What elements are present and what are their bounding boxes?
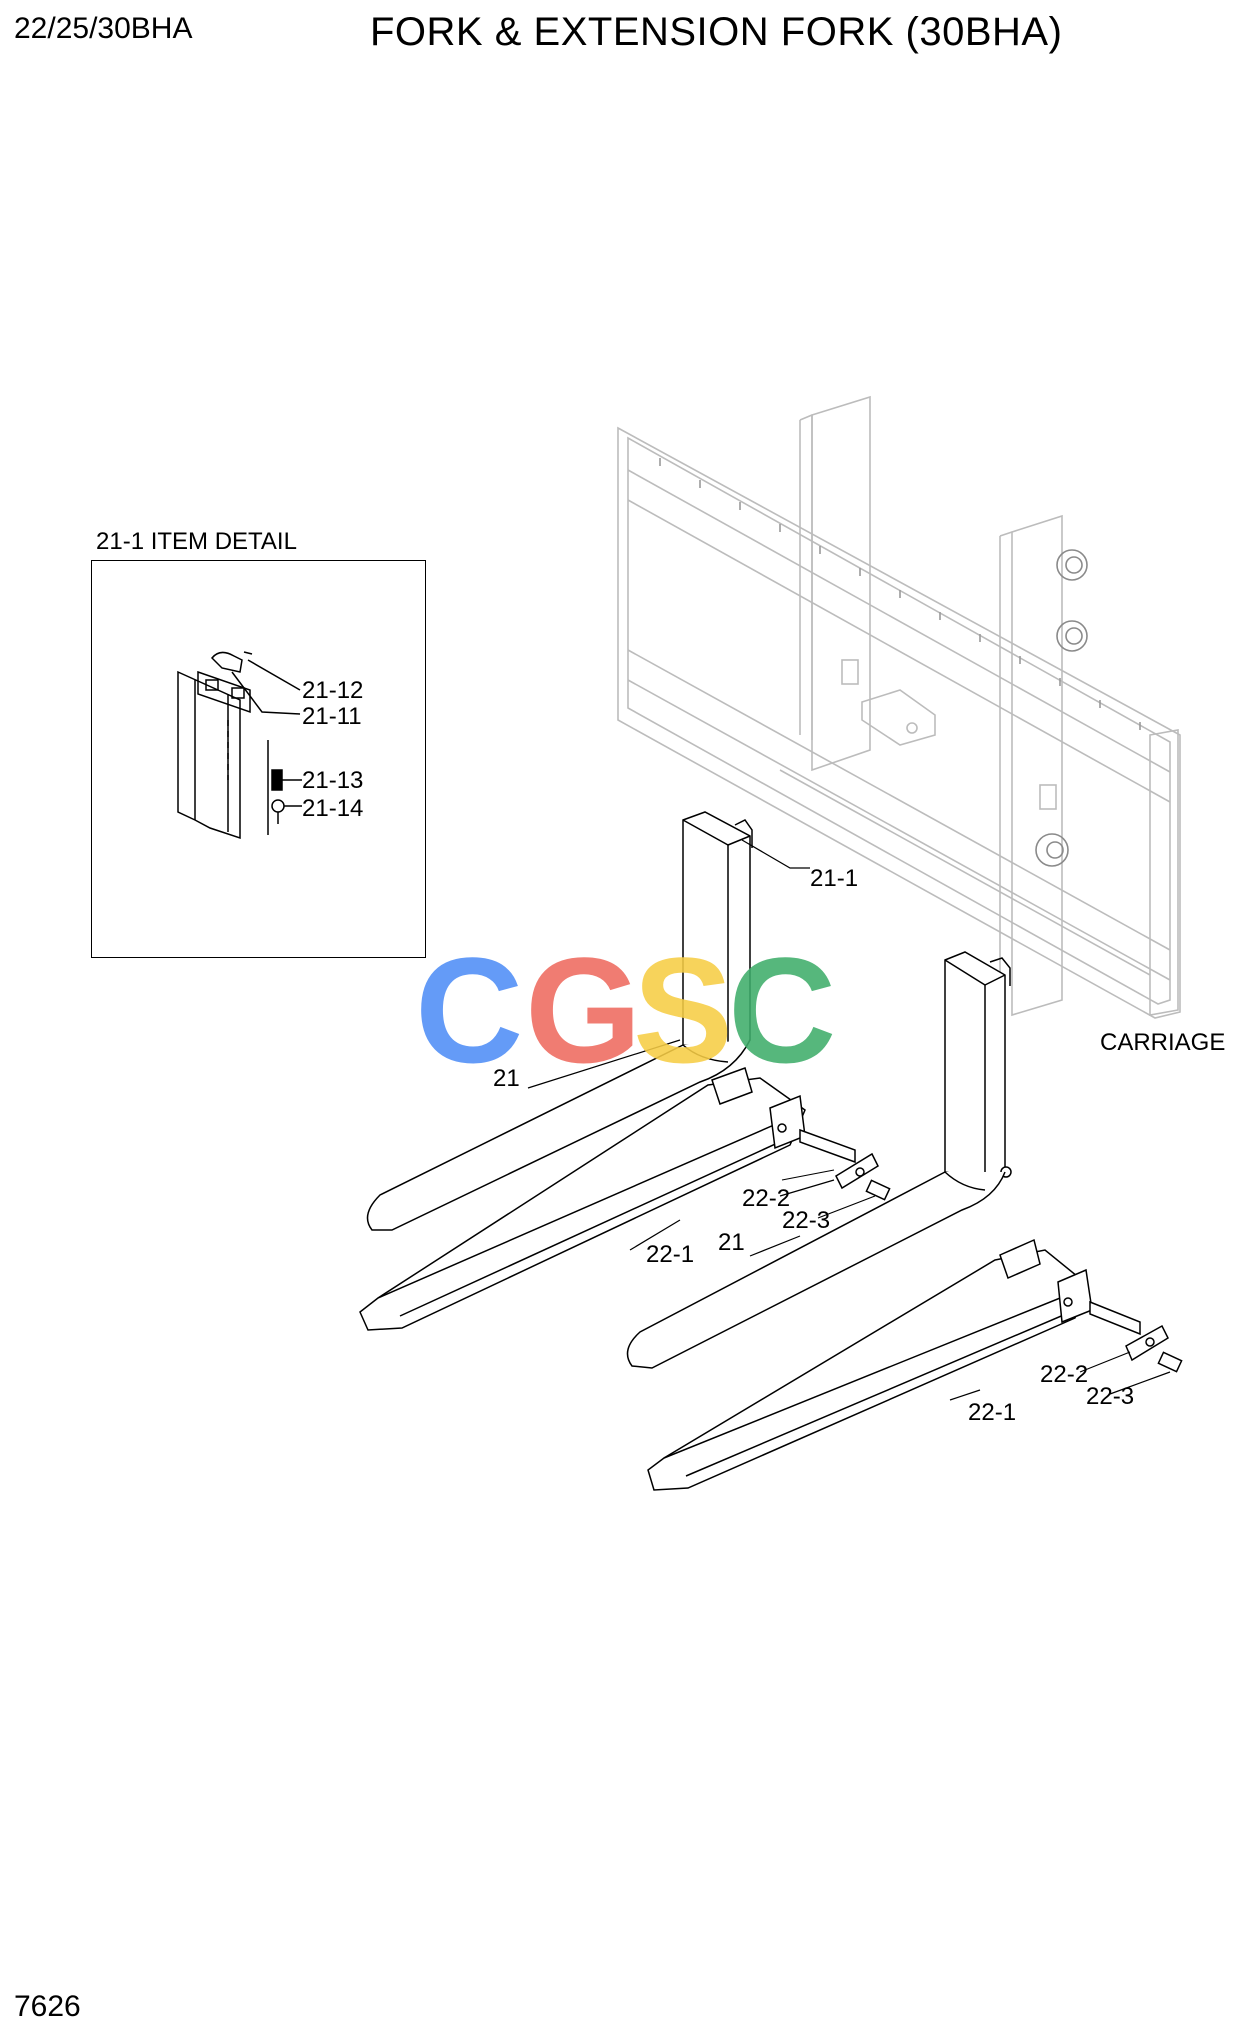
leader-lines	[527, 839, 1171, 1401]
extension-fork-left	[359, 1067, 891, 1331]
detail-drawing	[177, 651, 302, 840]
watermark-letter-c1: C	[415, 926, 523, 1094]
watermark-logo: C G S C	[415, 926, 836, 1094]
callout-21-11: 21-11	[302, 703, 362, 730]
detail-title: 21-1 ITEM DETAIL	[96, 528, 297, 555]
callout-22-1-right: 22-1	[968, 1399, 1016, 1426]
callout-22-2-right: 22-2	[1040, 1361, 1088, 1388]
callout-21-13: 21-13	[302, 767, 363, 794]
callout-22-3-right: 22-3	[1086, 1383, 1134, 1410]
watermark-letter-g: G	[525, 926, 642, 1094]
callout-21-12: 21-12	[302, 677, 363, 704]
watermark-letter-s: S	[633, 926, 733, 1094]
watermark-letter-c2: C	[728, 926, 836, 1094]
fork-left	[366, 811, 753, 1231]
extension-fork-right	[647, 1238, 1183, 1491]
callout-22-1-left: 22-1	[646, 1241, 694, 1268]
callout-22-2-left: 22-2	[742, 1185, 790, 1212]
callout-21-14: 21-14	[302, 795, 363, 822]
model-code: 22/25/30BHA	[14, 12, 193, 45]
callout-21-left: 21	[493, 1065, 520, 1092]
callout-21-1: 21-1	[810, 865, 858, 892]
callout-labels: 21-12 21-11 21-13 21-14 21-1 CARRIAGE 21…	[302, 677, 1225, 1426]
fork-right	[626, 951, 1012, 1369]
detail-box	[91, 560, 426, 958]
callout-carriage: CARRIAGE	[1100, 1029, 1225, 1056]
page-number: 7626	[14, 1990, 81, 2023]
callout-22-3-left: 22-3	[782, 1207, 830, 1234]
carriage-drawing	[617, 395, 1181, 1019]
callout-21-right: 21	[718, 1229, 745, 1256]
page-title: FORK & EXTENSION FORK (30BHA)	[370, 10, 1063, 54]
